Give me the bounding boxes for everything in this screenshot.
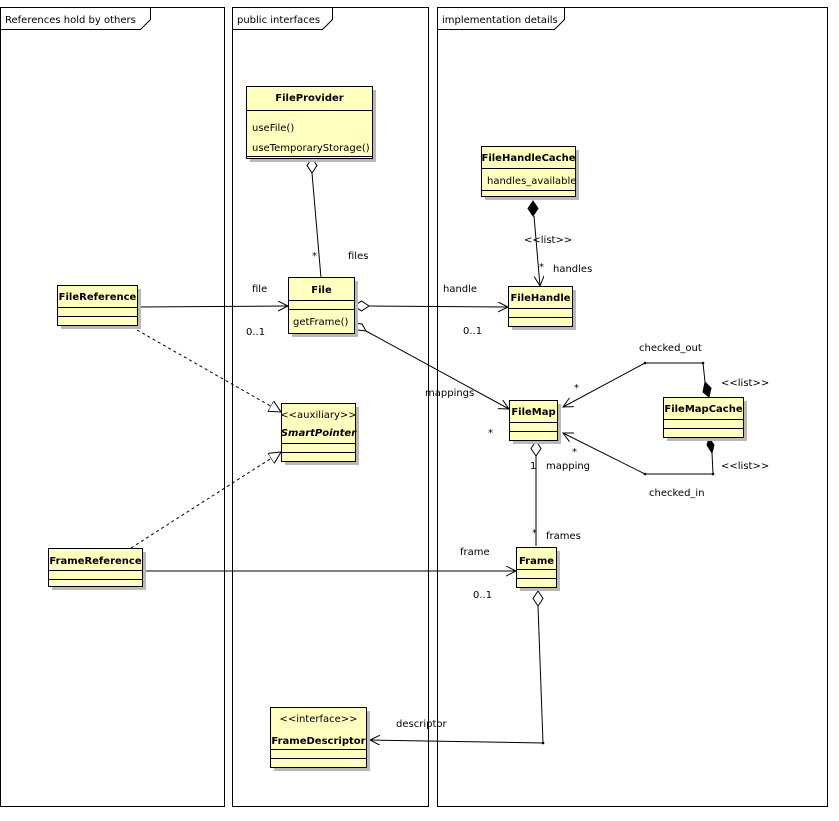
multiplicity-file: 0..1 (246, 327, 265, 338)
role-label-mapping: mapping (546, 461, 590, 472)
composition-diamond (706, 436, 715, 455)
role-label-checked-out: checked_out (639, 343, 702, 354)
class-frame[interactable]: Frame (516, 547, 561, 592)
edge-file (136, 306, 288, 307)
role-label-files: files (348, 251, 368, 262)
class-file-map-cache[interactable]: FileMapCache (663, 397, 748, 442)
attribute: handles_available (487, 176, 576, 187)
class-name: FileProvider (275, 93, 343, 104)
frame-title-implementation: implementation details (442, 15, 558, 26)
class-name: FileMap (511, 407, 555, 418)
multiplicity-handle: 0..1 (463, 326, 482, 337)
frame-public-interfaces: public interfaces (232, 7, 429, 807)
edge-fileref-realizes-smartpointer (136, 329, 281, 412)
role-label-handles: handles (553, 264, 592, 275)
operation: useTemporaryStorage() (252, 143, 370, 154)
frame-title-public-interfaces: public interfaces (237, 15, 320, 26)
class-file[interactable]: File getFrame() (288, 277, 359, 338)
class-name: SmartPointer (281, 428, 357, 439)
class-name: FileMapCache (664, 404, 742, 415)
edge-checked-out (563, 362, 712, 407)
operation: useFile() (252, 123, 294, 134)
multiplicity-mapping: 1 (530, 461, 536, 472)
frame-references: References hold by others (0, 7, 225, 807)
class-file-handle[interactable]: FileHandle (508, 286, 577, 331)
class-frame-reference[interactable]: FrameReference (48, 548, 147, 591)
class-file-provider[interactable]: FileProvider useFile() useTemporaryStora… (246, 86, 377, 163)
class-file-handle-cache[interactable]: FileHandleCache handles_available (481, 146, 580, 201)
stereotype: <<interface>> (279, 714, 357, 725)
multiplicity-handles: * (539, 262, 544, 273)
aggregation-diamond (530, 440, 542, 457)
edge-handle (353, 300, 508, 311)
aggregation-diamond (532, 590, 544, 607)
stereotype-checked-out: <<list>> (721, 378, 769, 389)
multiplicity-files: * (312, 251, 317, 262)
class-smart-pointer[interactable]: <<auxiliary>> SmartPointer (280, 403, 359, 466)
class-name: FileHandle (510, 293, 570, 304)
role-label-mappings: mappings (425, 388, 474, 399)
frame-title-references: References hold by others (5, 15, 136, 26)
role-label-handle: handle (443, 284, 477, 295)
class-file-reference[interactable]: FileReference (57, 285, 142, 330)
class-name: FileReference (59, 292, 137, 303)
multiplicity-checked-out: * (574, 383, 579, 394)
role-label-file: file (252, 284, 267, 295)
role-label-checked-in: checked_in (649, 488, 705, 499)
class-frame-descriptor[interactable]: <<interface>> FrameDescriptor (270, 707, 371, 772)
class-name: File (311, 285, 332, 296)
multiplicity-mappings: * (488, 428, 493, 439)
edge-frameref-realizes-smartpointer (130, 452, 281, 549)
role-label-frame: frame (460, 547, 490, 558)
frame-implementation: implementation details (437, 7, 828, 807)
role-label-frames: frames (546, 531, 581, 542)
class-name: Frame (519, 556, 554, 567)
operation: getFrame() (293, 317, 348, 328)
composition-diamond (527, 200, 539, 217)
stereotype: <<auxiliary>> (280, 410, 356, 421)
class-name: FrameReference (49, 556, 141, 567)
multiplicity-checked-in: * (572, 447, 577, 458)
stereotype-handles: <<list>> (524, 235, 572, 246)
role-label-descriptor: descriptor (396, 719, 447, 730)
composition-diamond (702, 380, 712, 398)
edge-handles (527, 200, 540, 286)
stereotype-checked-in: <<list>> (721, 461, 769, 472)
class-name: FrameDescriptor (271, 736, 365, 747)
class-name: FileHandleCache (482, 153, 576, 164)
multiplicity-frames: * (532, 528, 537, 539)
multiplicity-frame: 0..1 (473, 590, 492, 601)
edge-checked-in (563, 433, 715, 475)
edge-mapping (530, 440, 542, 546)
class-file-map[interactable]: FileMap (509, 400, 562, 445)
